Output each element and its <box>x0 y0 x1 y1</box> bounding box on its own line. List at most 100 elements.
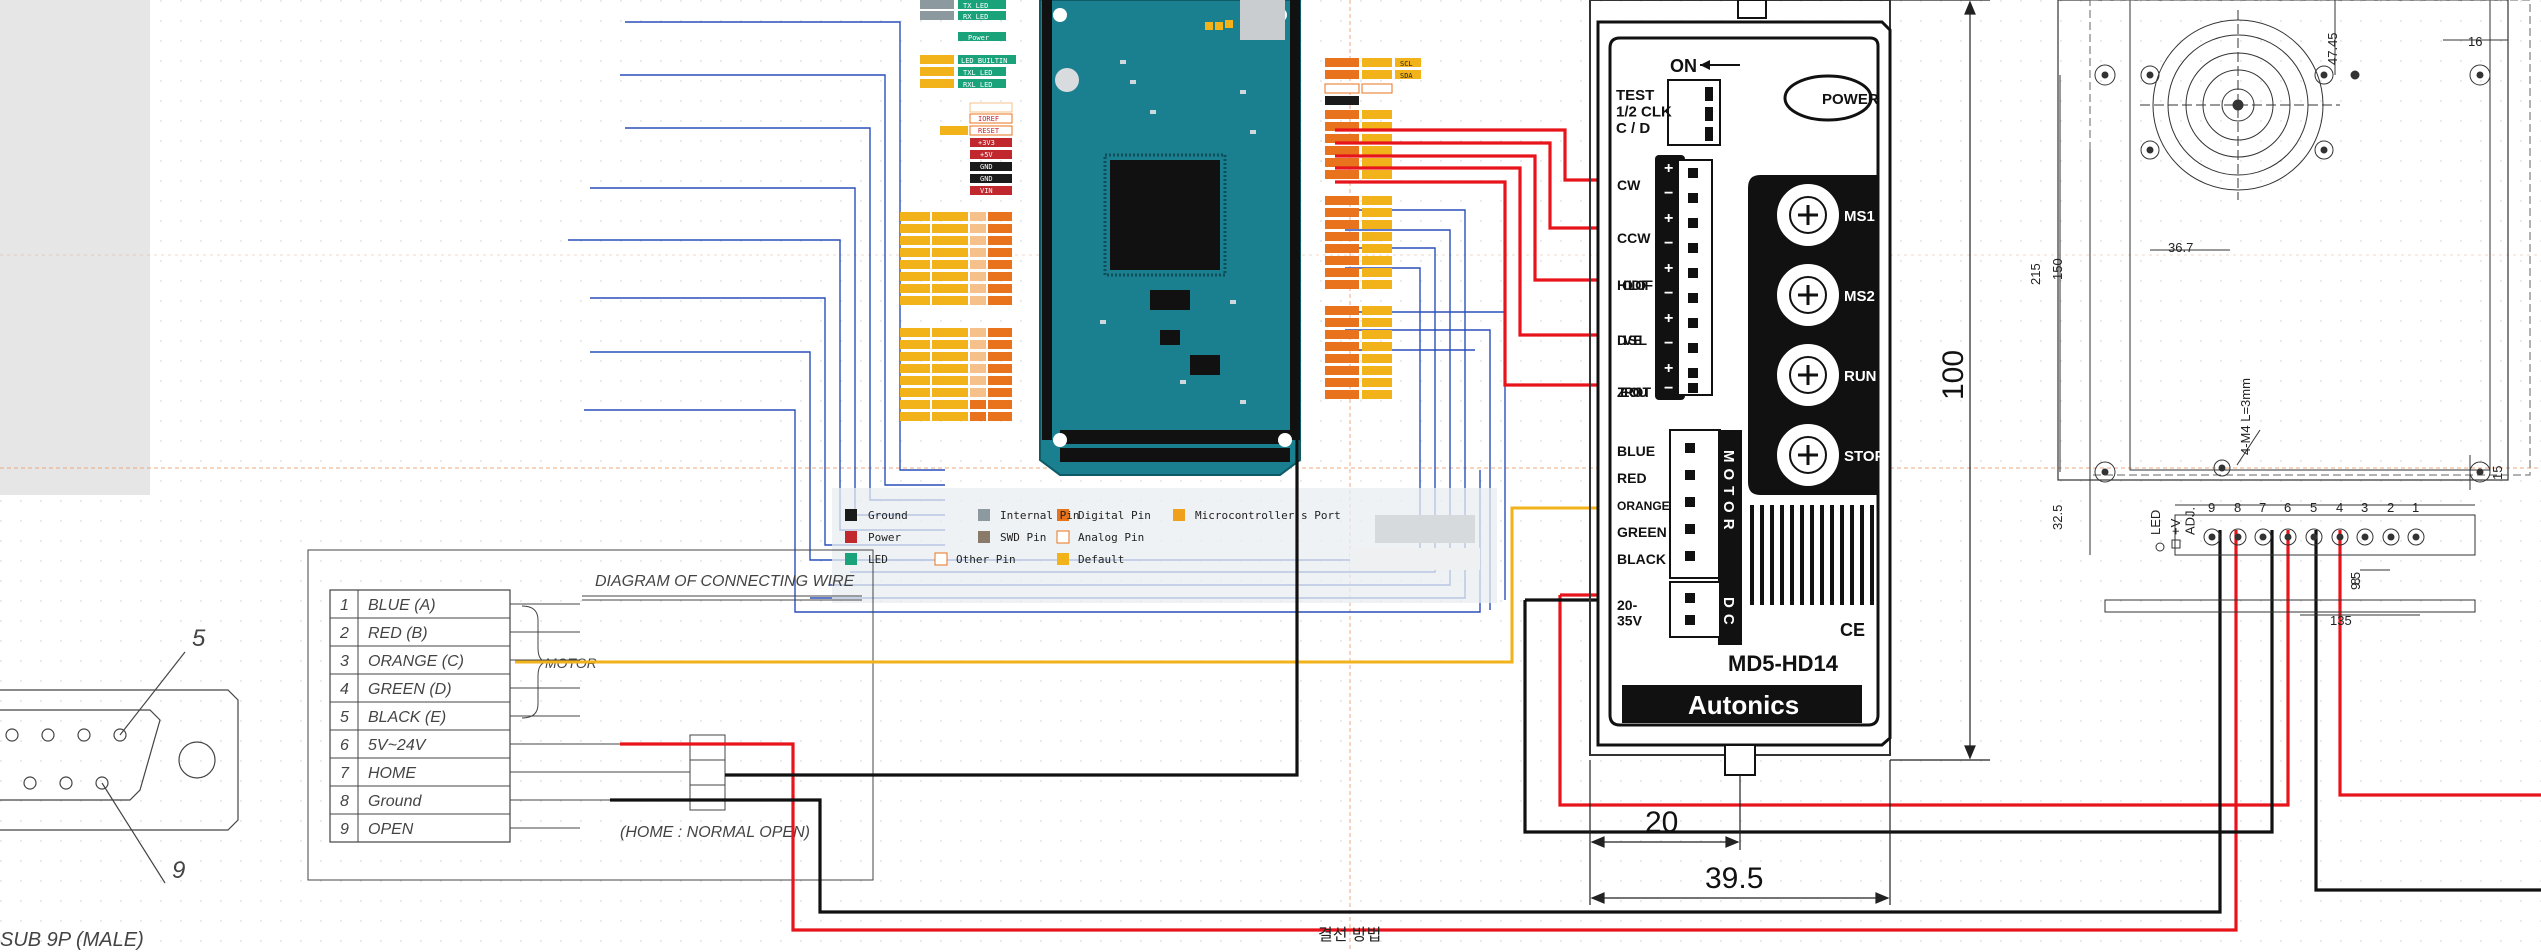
psu-terminal-2: 2 <box>2387 500 2394 515</box>
3v3-label: +3V3 <box>978 139 995 147</box>
wire-row-num-7: 7 <box>340 765 350 782</box>
connecting-wire-diagram: DIAGRAM OF CONNECTING WIRE 1 BLUE (A) 2 … <box>307 549 874 881</box>
reset-label: RESET <box>978 127 1000 135</box>
scl-label: SCL <box>1400 60 1413 68</box>
terminal-cw-label: CW <box>1617 177 1641 193</box>
arduino-top-label-text: TX LED RX LED Power LED_BUILTIN TXL LED … <box>961 2 1007 89</box>
wire-row-label-8: Ground <box>368 793 422 810</box>
arduino-power-labels: IOREF RESET +3V3 +5V GND GND VIN <box>940 102 1013 195</box>
arduino-board <box>1039 0 1301 476</box>
psu-v-adj-label: +VADJ. <box>2168 507 2197 535</box>
footer-caption: 결선 방법 <box>1318 926 1381 944</box>
legend-analog-pin: Analog Pin <box>1078 531 1144 544</box>
ms2-label: MS2 <box>1844 288 1875 305</box>
term-plus-4: + <box>1664 310 1673 327</box>
stop-label: STOP <box>1844 448 1885 465</box>
psu-terminal-9: 9 <box>2208 500 2215 515</box>
legend-swd-pin: SWD Pin <box>1000 531 1046 544</box>
term-minus-1: − <box>1664 185 1673 202</box>
arduino-pin-legend: Ground Internal Pin Digital Pin Microcon… <box>832 488 1497 603</box>
term-minus-5: − <box>1664 380 1673 397</box>
psu-terminal-8: 8 <box>2234 500 2241 515</box>
wire-row-label-6: 5V~24V <box>368 737 427 754</box>
wire-row-label-1: BLUE (A) <box>368 597 436 614</box>
motor-black-label: BLACK <box>1617 551 1666 567</box>
term-plus-1: + <box>1664 160 1673 177</box>
motor-block-label: MOTOR <box>1720 450 1737 536</box>
run-label: RUN <box>1844 368 1877 385</box>
wire-row-num-9: 9 <box>340 821 349 838</box>
dsub-9p-connector <box>0 651 239 884</box>
dsub-caption: SUB 9P (MALE) <box>0 929 144 951</box>
wire-connector <box>689 734 726 811</box>
rx-led-label: RX LED <box>963 13 988 21</box>
brand-logo: Autonics <box>1688 690 1799 720</box>
psu-terminal-7: 7 <box>2259 500 2266 515</box>
legend-power: Power <box>868 531 901 544</box>
psu-dim-135: 135 <box>2330 613 2352 628</box>
gnd-label-1: GND <box>980 163 993 171</box>
term-plus-3: + <box>1664 260 1673 277</box>
dimension-width-39-5: 39.5 <box>1705 862 1763 895</box>
wire-row-num-2: 2 <box>339 625 349 642</box>
legend-digital-pin: Digital Pin <box>1078 509 1151 522</box>
terminal-div-sel-label: DIV SEL <box>1617 332 1647 348</box>
dimension-height: 100 <box>1937 350 1970 400</box>
wire-row-label-4: GREEN (D) <box>368 681 452 698</box>
motor-red-label: RED <box>1617 470 1647 486</box>
wire-row-num-8: 8 <box>340 793 349 810</box>
gnd-label-2: GND <box>980 175 993 183</box>
legend-led: LED <box>868 553 888 566</box>
terminal-zero-out-label: ZERO OUT <box>1617 384 1651 400</box>
wire-row-label-3: ORANGE (C) <box>368 653 464 670</box>
arduino-left-analog-labels <box>900 212 1012 421</box>
term-minus-2: − <box>1664 235 1673 252</box>
terminal-ccw-label: CCW <box>1617 230 1651 246</box>
heatsink-stripes <box>1748 505 1878 605</box>
terminal-hold-off-label: HOLD OFF <box>1617 277 1653 293</box>
legend-microcontroller-port: Microcontroller's Port <box>1195 509 1341 522</box>
psu-dim-16: 16 <box>2468 34 2482 49</box>
sda-label: SDA <box>1400 72 1413 80</box>
power-supply-drawing <box>2057 0 2531 616</box>
psu-terminal-1: 1 <box>2412 500 2419 515</box>
wire-row-num-4: 4 <box>340 681 349 698</box>
psu-dim-8: 8 <box>2348 578 2363 585</box>
arduino-right-digital-labels <box>1324 58 1421 399</box>
left-grey-panel <box>0 0 150 495</box>
legend-ground: Ground <box>868 509 908 522</box>
wire-row-num-3: 3 <box>340 653 349 670</box>
dimension-width-20: 20 <box>1645 806 1678 839</box>
motor-blue-label: BLUE <box>1617 443 1655 459</box>
psu-dim-36-7: 36.7 <box>2168 240 2193 255</box>
motor-green-label: GREEN <box>1617 524 1667 540</box>
dsub-pin-9-label: 9 <box>172 857 185 884</box>
connecting-wire-title: DIAGRAM OF CONNECTING WIRE <box>595 573 855 590</box>
legend-default: Default <box>1078 553 1124 566</box>
dsub-pin-5-label: 5 <box>192 625 206 652</box>
model-label: MD5-HD14 <box>1728 651 1839 676</box>
wire-row-label-7: HOME <box>368 765 416 782</box>
txl-led-label: TXL LED <box>963 69 993 77</box>
motor-orange-label: ORANGE <box>1617 499 1670 513</box>
term-minus-4: − <box>1664 335 1673 352</box>
dc-voltage-label: 20-35V <box>1617 597 1643 628</box>
cc-license-badge <box>1375 515 1475 543</box>
term-plus-5: + <box>1664 360 1673 377</box>
power-indicator <box>1783 74 1873 122</box>
tx-led-label: TX LED <box>963 2 988 10</box>
wire-row-label-2: RED (B) <box>368 625 428 642</box>
legend-other-pin: Other Pin <box>956 553 1016 566</box>
wire-row-label-9: OPEN <box>368 821 414 838</box>
wire-row-num-6: 6 <box>340 737 349 754</box>
arduino-left-top-labels <box>920 0 1016 88</box>
term-plus-2: + <box>1664 210 1673 227</box>
rxl-led-label: RXL LED <box>963 81 993 89</box>
psu-terminal-4: 4 <box>2336 500 2343 515</box>
5v-label: +5V <box>980 151 993 159</box>
dip-on-label: ON <box>1670 56 1697 76</box>
psu-dim-32-5: 32.5 <box>2050 505 2065 530</box>
psu-dim-15: 15 <box>2490 466 2505 480</box>
vin-label: VIN <box>980 187 993 195</box>
